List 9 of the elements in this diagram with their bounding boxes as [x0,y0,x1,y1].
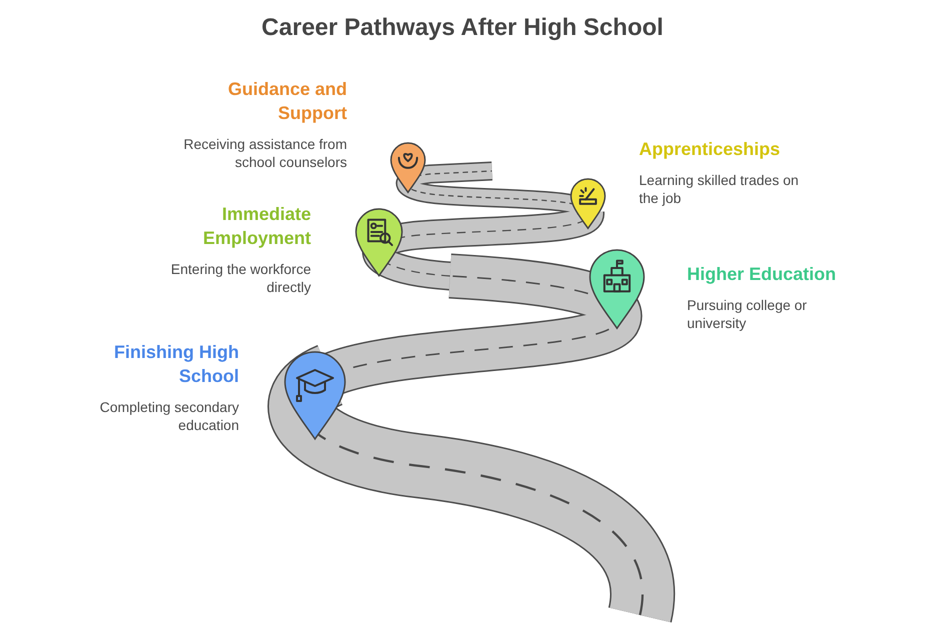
milestone-heading: Guidance and Support [226,78,347,125]
milestone-heading: Apprenticeships [639,138,780,161]
milestone-description: Completing secondary education [98,398,239,434]
milestone-description: Receiving assistance from school counselors [182,135,347,171]
milestone-heading: Finishing High School [113,341,239,388]
milestone-description: Learning skilled trades on the job [639,171,800,207]
title: Career Pathways After High School [260,14,664,42]
milestone-description: Pursuing college or university [687,296,808,332]
milestone-heading: Higher Education [687,263,836,286]
